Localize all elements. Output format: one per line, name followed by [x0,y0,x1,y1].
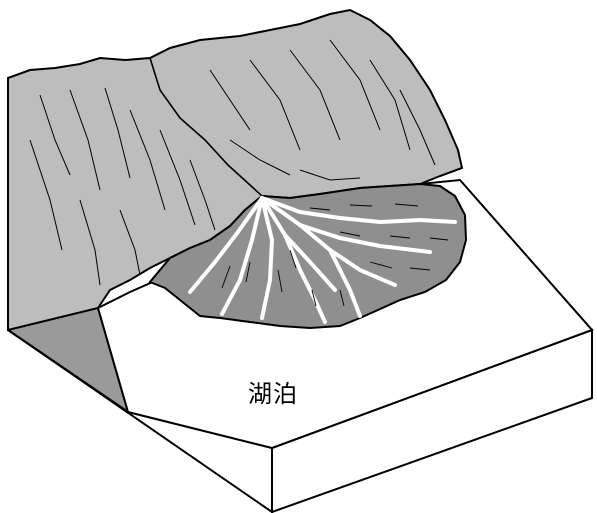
ridge-divide [149,57,263,197]
distributary-channels [188,196,457,324]
fan-texture [221,203,449,307]
lake-label: 湖泊 [248,380,298,408]
mountain-texture [29,39,436,286]
